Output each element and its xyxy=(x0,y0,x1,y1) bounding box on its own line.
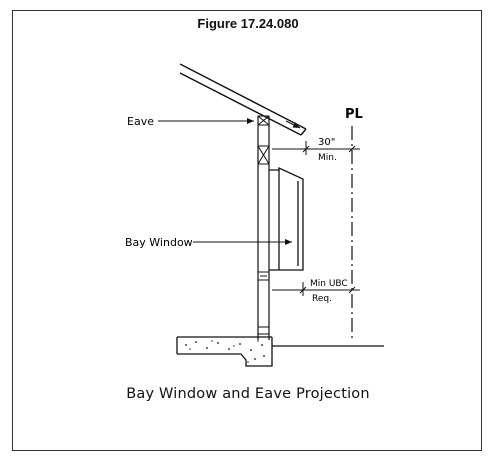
figure-caption: Bay Window and Eave Projection xyxy=(126,386,370,402)
concrete-hatch xyxy=(185,340,265,363)
dimension-eave-to-pl xyxy=(272,141,360,155)
dimension-bay-to-pl xyxy=(272,282,360,296)
wall-blocking xyxy=(257,115,270,335)
bay-window-outline xyxy=(269,166,304,271)
eave-label: Eave xyxy=(127,115,154,128)
roof-rafter xyxy=(179,63,307,136)
figure-frame xyxy=(12,10,482,451)
property-line-symbol: PL xyxy=(345,107,363,122)
eave-tip-arrow xyxy=(285,120,301,129)
figure-title: Figure 17.24.080 xyxy=(197,16,299,31)
dimension-eave-note: Min. xyxy=(318,153,337,163)
dimension-bay-note: Req. xyxy=(312,294,332,304)
dimension-bay-value: Min UBC xyxy=(310,279,348,289)
bay-window-label: Bay Window xyxy=(125,236,193,249)
foundation-slab xyxy=(176,336,384,367)
dimension-eave-value: 30" xyxy=(318,137,335,148)
